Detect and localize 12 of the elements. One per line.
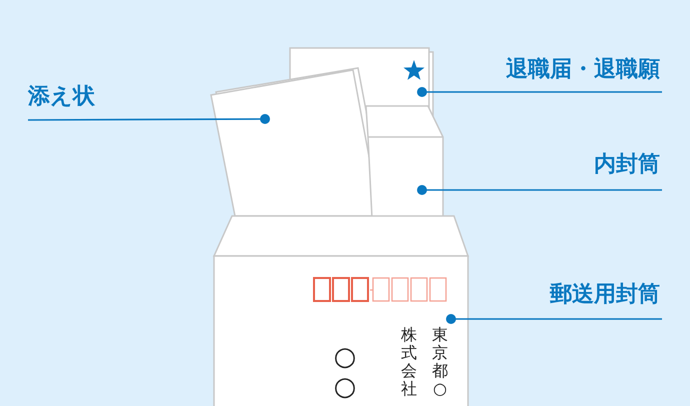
company-name: 株式会社 — [400, 326, 418, 398]
callout-label: 添え状 — [28, 84, 95, 110]
callout-label: 退職届・退職願 — [506, 57, 660, 83]
mailing-envelope — [212, 215, 470, 406]
leader-line — [417, 185, 662, 195]
leader-line — [446, 314, 662, 324]
leader-line — [417, 87, 662, 97]
callout-label: 郵送用封筒 — [550, 282, 660, 308]
callout-label: 内封筒 — [594, 152, 660, 178]
recipient-name: ○○ — [332, 342, 358, 402]
address-text: 東京都○ — [431, 326, 449, 398]
leader-line — [28, 114, 270, 124]
